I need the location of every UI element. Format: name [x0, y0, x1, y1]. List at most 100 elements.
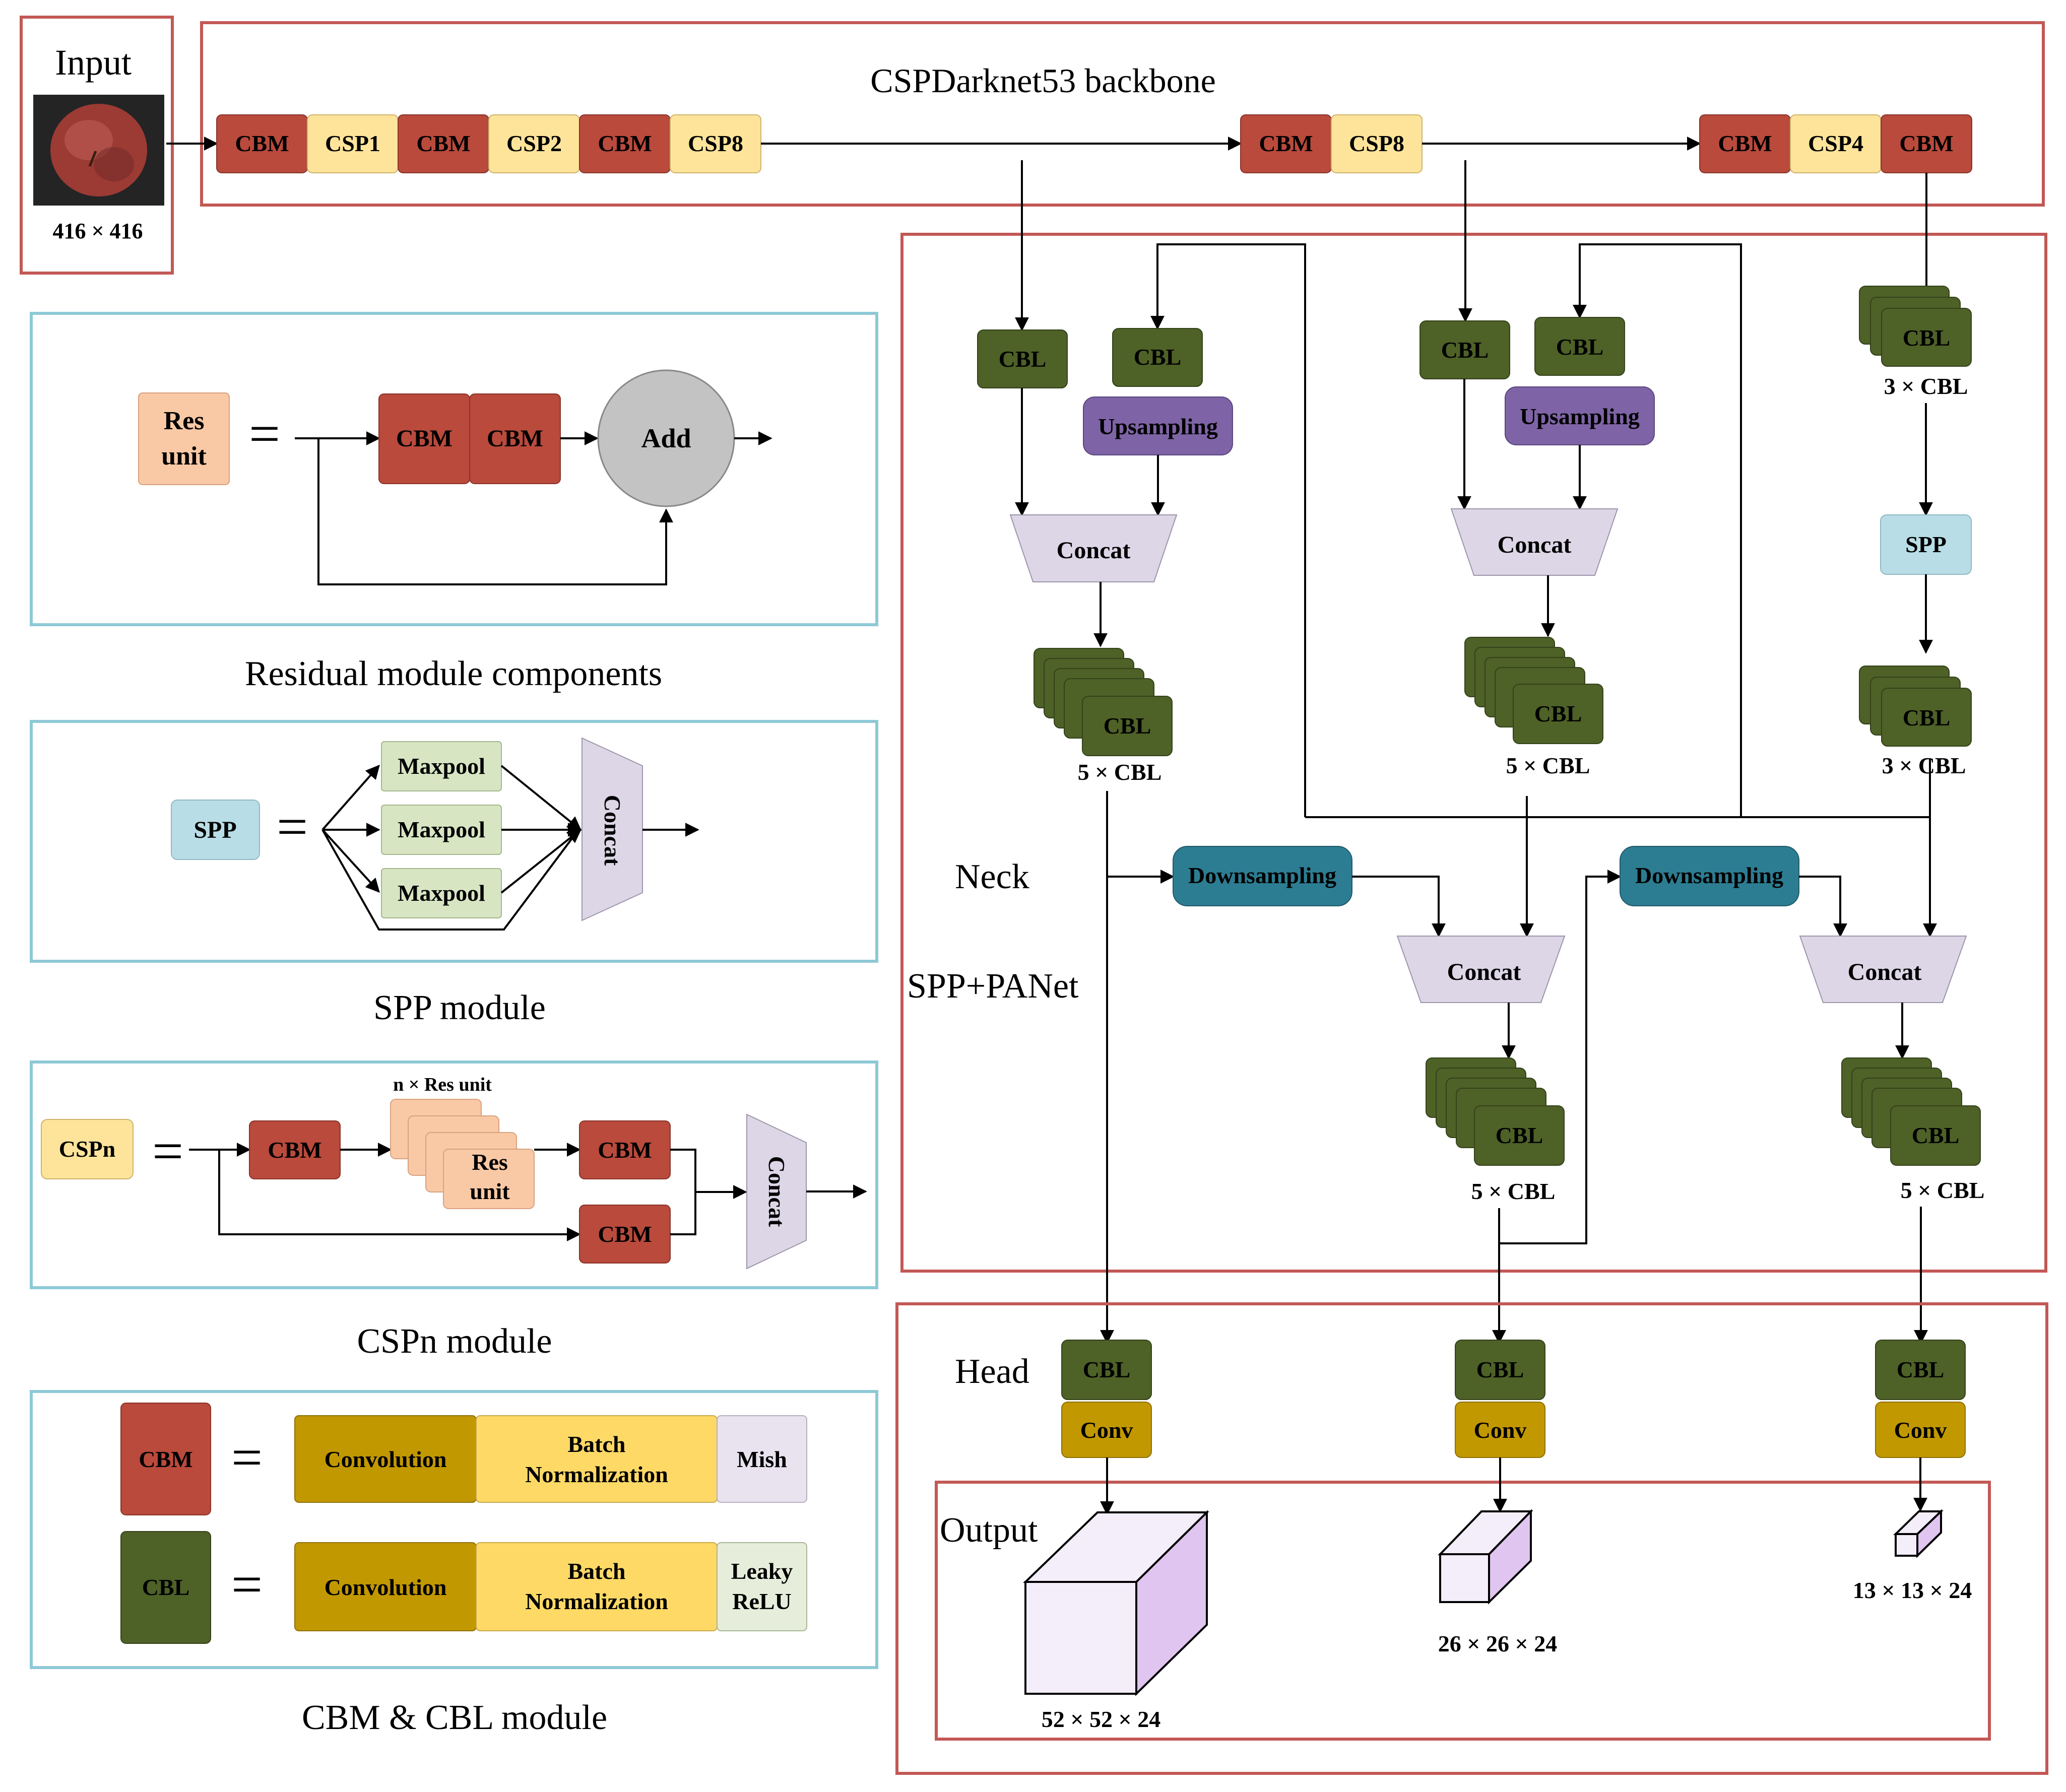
cbl-convolution: Convolution: [294, 1542, 477, 1631]
svg-text:CBM: CBM: [598, 130, 652, 156]
svg-text:CBL: CBL: [1903, 705, 1951, 731]
head-frame: [895, 1302, 2048, 1775]
svg-text:Upsampling: Upsampling: [1098, 414, 1218, 439]
svg-text:CBL: CBL: [1083, 1357, 1131, 1382]
add-node: Add: [597, 369, 735, 507]
svg-text:Res: Res: [164, 407, 205, 435]
neck-col2-stack-label: 5 × CBL: [1506, 753, 1590, 778]
spp-module-caption: SPP module: [373, 988, 546, 1027]
svg-text:CBM: CBM: [1718, 130, 1772, 156]
output-size-large: 52 × 52 × 24: [1042, 1706, 1160, 1732]
backbone-frame: [200, 21, 2045, 207]
svg-text:CBL: CBL: [1134, 344, 1182, 370]
backbone-block-1-cbm: CBM: [216, 114, 308, 173]
svg-text:Concat: Concat: [1057, 537, 1131, 564]
svg-text:CBM: CBM: [1259, 130, 1313, 156]
neck-mid-stack-label: 5 × CBL: [1471, 1178, 1556, 1204]
svg-text:CBM: CBM: [268, 1137, 321, 1163]
svg-text:CSP1: CSP1: [325, 130, 380, 156]
svg-text:CBM: CBM: [235, 130, 289, 156]
neck-title: Neck: [955, 857, 1029, 896]
svg-text:CBM: CBM: [396, 425, 453, 452]
svg-text:Maxpool: Maxpool: [398, 753, 485, 779]
cbm-cbl-module-frame: [30, 1390, 878, 1669]
svg-text:SPP: SPP: [1905, 532, 1947, 557]
apple-image: [33, 95, 164, 206]
neck-col2-cbl-stack: CBL: [1464, 637, 1603, 744]
cspn-cbm-top-right: CBM: [579, 1120, 671, 1179]
input-size: 416 × 416: [52, 219, 143, 243]
svg-text:Convolution: Convolution: [325, 1446, 447, 1472]
equals-sign: =: [277, 796, 308, 857]
cspn-cbm-bottom: CBM: [579, 1205, 671, 1264]
svg-text:Mish: Mish: [737, 1446, 787, 1472]
backbone-block-4-csp2: CSP2: [488, 114, 580, 173]
head-1-cbl: CBL: [1061, 1340, 1152, 1400]
neck-col2-concat: Concat: [1450, 508, 1619, 576]
cbl-batch-normalization: Batch Normalization: [476, 1542, 718, 1631]
spp-concat: Concat: [582, 737, 643, 921]
svg-text:CSP8: CSP8: [1349, 130, 1404, 156]
cbl-leaky-relu: Leaky ReLU: [717, 1542, 807, 1631]
svg-text:CSP4: CSP4: [1808, 130, 1863, 156]
cspn-module-caption: CSPn module: [357, 1322, 552, 1361]
res-cbm-1: CBM: [378, 393, 470, 484]
svg-text:CBL: CBL: [1104, 713, 1151, 739]
spp-module-frame: [30, 720, 878, 963]
svg-text:CBM: CBM: [487, 425, 543, 452]
svg-text:CBM: CBM: [416, 130, 470, 156]
maxpool-2: Maxpool: [381, 805, 502, 855]
svg-text:Maxpool: Maxpool: [398, 817, 485, 842]
neck-mid-cbl-stack: CBL: [1426, 1057, 1565, 1166]
head-1-conv: Conv: [1061, 1402, 1152, 1458]
svg-text:CBL: CBL: [1476, 1357, 1524, 1382]
backbone-block-6-csp8: CSP8: [670, 114, 761, 173]
svg-text:Downsampling: Downsampling: [1635, 862, 1783, 888]
backbone-block-7-cbm: CBM: [1240, 114, 1332, 173]
backbone-block-8-csp8: CSP8: [1331, 114, 1423, 173]
svg-text:Batch: Batch: [568, 1431, 626, 1457]
backbone-block-5-cbm: CBM: [579, 114, 671, 173]
cspn-cbm-left: CBM: [249, 1120, 341, 1179]
backbone-block-11-cbm: CBM: [1881, 114, 1972, 173]
cspn-module-frame: [30, 1060, 878, 1289]
res-unit-stack: Res unit: [390, 1099, 535, 1209]
neck-subtitle: SPP+PANet: [907, 967, 1079, 1006]
res-unit-block: Res unit: [138, 392, 230, 485]
residual-module-caption: Residual module components: [245, 654, 662, 693]
cspn-lhs-block: CSPn: [41, 1119, 134, 1179]
svg-text:CSPn: CSPn: [59, 1136, 115, 1162]
neck-col2-cbl-left: CBL: [1419, 320, 1510, 379]
cbm-lhs-block: CBM: [120, 1403, 211, 1515]
residual-module-frame: [30, 312, 878, 626]
cbm-batch-normalization: Batch Normalization: [476, 1415, 718, 1503]
input-title: Input: [55, 42, 132, 83]
cspn-repeat-label: n × Res unit: [393, 1074, 492, 1095]
backbone-title: CSPDarknet53 backbone: [870, 61, 1216, 100]
svg-text:CBL: CBL: [1534, 701, 1582, 726]
svg-text:CSP8: CSP8: [688, 130, 743, 156]
neck-frame: [900, 233, 2047, 1273]
neck-col1-concat: Concat: [1009, 514, 1178, 582]
svg-text:CBL: CBL: [1912, 1122, 1960, 1148]
neck-downsampling-2: Downsampling: [1620, 846, 1799, 906]
svg-text:Leaky: Leaky: [731, 1558, 793, 1584]
neck-col1-upsampling: Upsampling: [1083, 396, 1233, 455]
backbone-block-2-csp1: CSP1: [307, 114, 399, 173]
svg-text:CBM: CBM: [139, 1446, 192, 1472]
cspn-concat: Concat: [746, 1113, 807, 1270]
head-2-cbl: CBL: [1455, 1340, 1545, 1400]
output-cube-large: [1023, 1510, 1209, 1696]
neck-col2-cbl-right: CBL: [1534, 317, 1625, 376]
output-size-medium: 26 × 26 × 24: [1438, 1631, 1557, 1656]
svg-text:Normalization: Normalization: [525, 1462, 668, 1487]
neck-col3-spp: SPP: [1880, 514, 1972, 575]
backbone-block-9-cbm: CBM: [1699, 114, 1791, 173]
svg-text:unit: unit: [470, 1178, 510, 1204]
svg-text:Concat: Concat: [1498, 532, 1572, 558]
svg-text:Downsampling: Downsampling: [1188, 862, 1336, 888]
svg-text:CBL: CBL: [999, 346, 1047, 372]
svg-text:SPP: SPP: [193, 817, 236, 843]
equals-sign: =: [231, 1554, 263, 1615]
cbm-cbl-module-caption: CBM & CBL module: [302, 1698, 607, 1737]
